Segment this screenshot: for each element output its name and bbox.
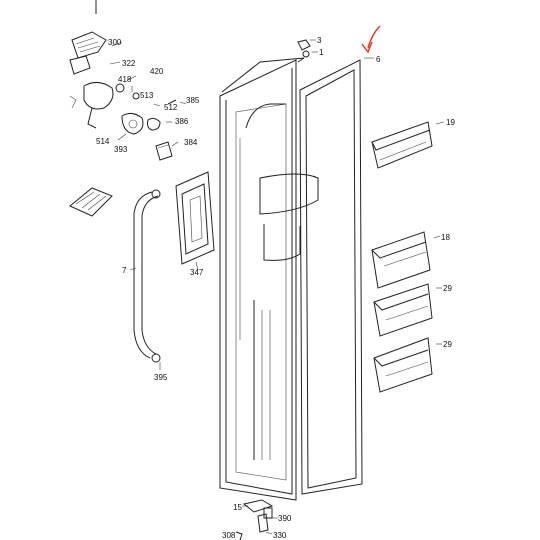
ice-maker-assembly: [69, 31, 187, 161]
label-390: 390: [278, 514, 292, 523]
label-308: 308: [222, 531, 236, 540]
label-7: 7: [122, 266, 127, 275]
label-3: 3: [317, 36, 322, 45]
label-330: 330: [273, 531, 287, 540]
label-395: 395: [154, 373, 168, 382]
door-cap-hardware: [297, 39, 318, 58]
label-420: 420: [150, 67, 164, 76]
label-322: 322: [122, 59, 136, 68]
label-15: 15: [233, 503, 242, 512]
label-513: 513: [140, 91, 154, 100]
door-bin-18: [371, 231, 441, 289]
label-384: 384: [184, 138, 198, 147]
red-arrow-annotation: [361, 25, 381, 54]
label-19: 19: [446, 118, 455, 127]
label-386: 386: [175, 117, 189, 126]
label-514: 514: [96, 137, 110, 146]
door-handle: [129, 189, 161, 370]
door-bin-29-lower: [373, 337, 442, 393]
dispenser-frame: [175, 171, 215, 271]
label-385: 385: [186, 96, 200, 105]
label-29-upper: 29: [443, 284, 452, 293]
label-29-lower: 29: [443, 340, 452, 349]
label-1: 1: [319, 48, 324, 57]
label-6: 6: [376, 55, 381, 64]
label-418: 418: [118, 75, 132, 84]
label-512: 512: [164, 103, 178, 112]
ice-tray: [69, 187, 113, 217]
label-393: 393: [114, 145, 128, 154]
bottom-hinge: [235, 499, 278, 540]
door-gasket: [299, 57, 374, 495]
door-bin-19: [371, 121, 445, 169]
label-347: 347: [190, 268, 204, 277]
label-300: 300: [108, 38, 122, 47]
label-18: 18: [441, 233, 450, 242]
door-bin-29-upper: [373, 283, 442, 337]
outer-door: [219, 57, 319, 501]
